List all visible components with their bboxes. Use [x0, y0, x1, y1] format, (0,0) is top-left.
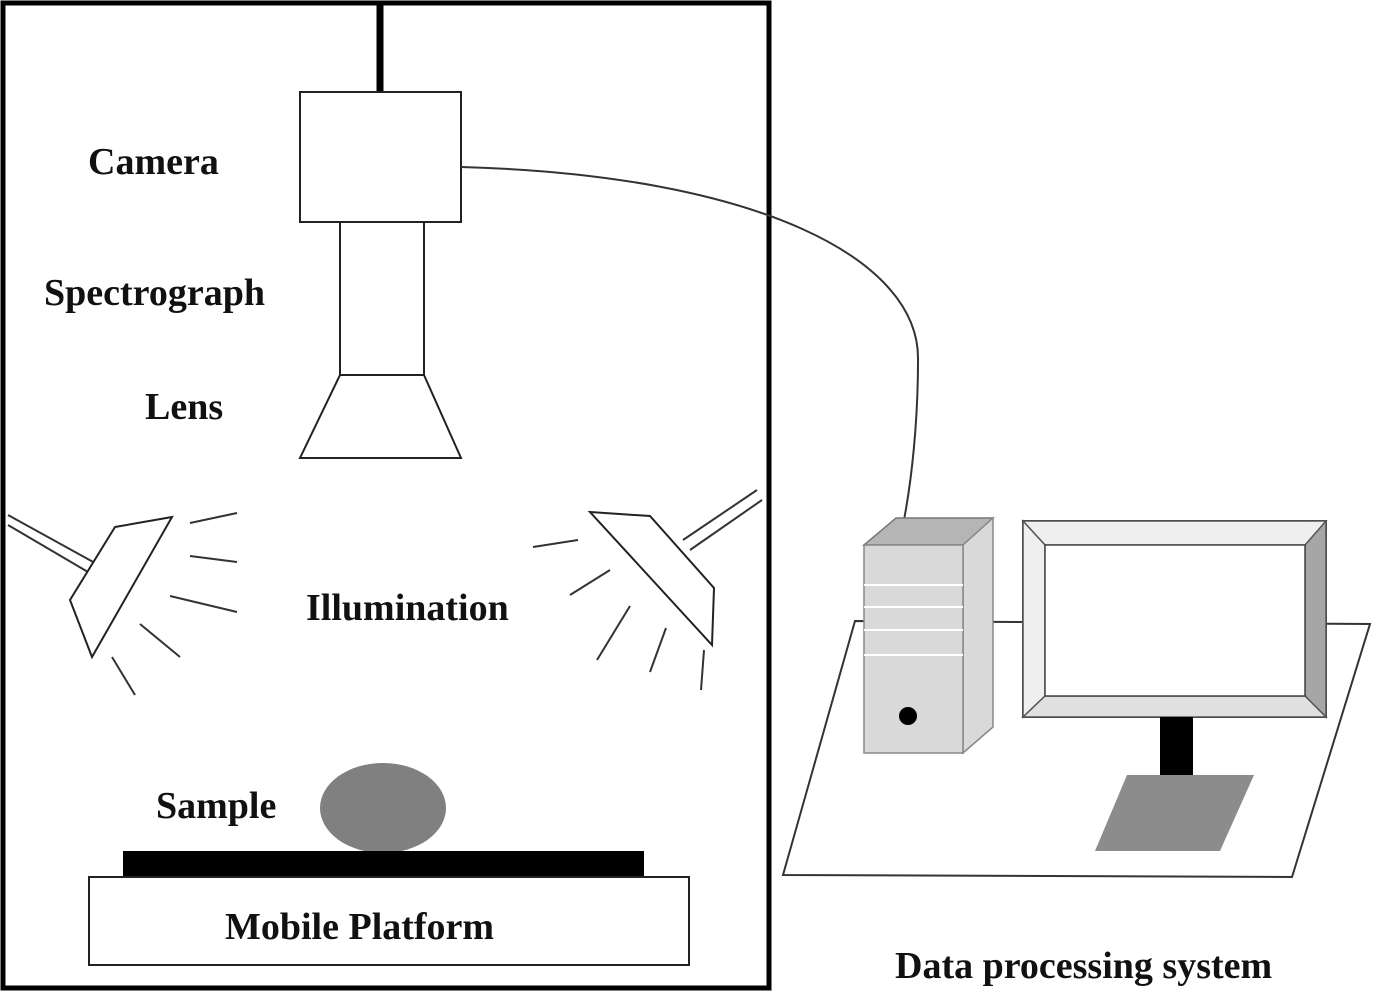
lens-label: Lens [145, 386, 224, 428]
mobile-platform-box [88, 876, 690, 966]
platform-bar [123, 851, 644, 876]
spectrograph-box [339, 221, 425, 376]
left-lamp [7, 514, 174, 660]
data-processing-system-label: Data processing system [895, 945, 1273, 987]
left-lamp-rays [111, 512, 238, 696]
sample-label: Sample [156, 785, 277, 827]
data-cable [460, 166, 920, 526]
power-button-icon [899, 707, 917, 725]
illumination-label: Illumination [306, 587, 509, 629]
sample-object [320, 763, 446, 853]
monitor-base [1095, 775, 1254, 851]
right-lamp [587, 489, 763, 648]
enclosure-box [0, 0, 772, 991]
right-lamp-rays [532, 539, 705, 691]
mobile-platform-label: Mobile Platform [225, 906, 495, 948]
computer-tower [861, 516, 995, 755]
monitor [1021, 519, 1328, 851]
lens-shape [298, 374, 463, 459]
camera-box [299, 91, 462, 223]
camera-label: Camera [88, 141, 219, 183]
spectrograph-label: Spectrograph [44, 272, 265, 314]
